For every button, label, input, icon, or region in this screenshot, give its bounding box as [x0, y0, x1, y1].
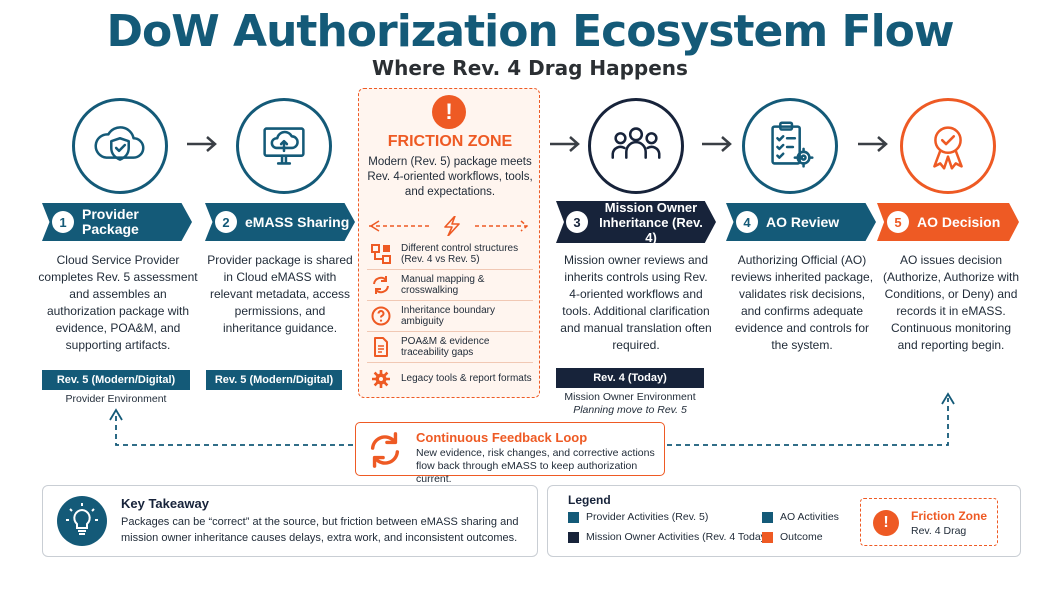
step-number: 2: [215, 211, 237, 233]
legend-swatch: [568, 511, 579, 523]
step-5-banner: 5 AO Decision: [877, 203, 1019, 241]
flow-arrow-icon: [550, 136, 580, 152]
friction-item-text: POA&M & evidence traceability gaps: [401, 335, 490, 359]
friction-item: Manual mapping & crosswalking: [367, 270, 533, 301]
friction-item-text: Legacy tools & report formats: [401, 372, 532, 384]
step-number: 4: [736, 211, 758, 233]
step-4-banner: 4 AO Review: [726, 203, 876, 241]
friction-item: Different control structures (Rev. 4 vs …: [367, 239, 533, 270]
lightbulb-icon: [57, 496, 107, 546]
legend-item: AO Activities: [762, 511, 839, 523]
takeaway-title: Key Takeaway: [121, 496, 209, 511]
friction-item: Legacy tools & report formats: [367, 363, 533, 394]
gear-icon: [372, 369, 390, 388]
step-label: eMASS Sharing: [245, 213, 350, 230]
cloud-shield-icon: [72, 98, 168, 194]
friction-description: Modern (Rev. 5) package meets Rev. 4-ori…: [367, 156, 533, 198]
step-label: AO Decision: [917, 213, 1001, 230]
step-2-banner: 2 eMASS Sharing: [205, 203, 355, 241]
legend-label: Provider Activities (Rev. 5): [586, 511, 709, 523]
legend-label: AO Activities: [780, 511, 839, 523]
award-ribbon-icon: [900, 98, 996, 194]
page-title: DoW Authorization Ecosystem Flow: [106, 6, 954, 57]
lightning-divider: [369, 216, 529, 236]
friction-title: FRICTION ZONE: [387, 133, 513, 150]
rev5-tag: Rev. 5 (Modern/Digital): [206, 370, 342, 390]
legend-label: Mission Owner Activities (Rev. 4 Today): [586, 531, 770, 543]
takeaway-text: Packages can be “correct” at the source,…: [121, 516, 519, 544]
rev4-tag: Rev. 4 (Today): [556, 368, 704, 388]
feedback-text-line: New evidence, risk changes, and correcti…: [416, 447, 655, 459]
environment-label: Mission Owner Environment: [564, 391, 696, 403]
step-3-banner: 3 Mission Owner Inheritance (Rev. 4): [556, 201, 716, 243]
legend-swatch: [568, 531, 579, 543]
legend-item: Outcome: [762, 531, 823, 543]
environment-label: Provider Environment: [65, 393, 167, 405]
alert-icon: !: [432, 95, 466, 129]
step-2-description: Provider package is shared in Cloud eMAS…: [207, 253, 353, 335]
document-icon: [374, 337, 388, 357]
friction-item-text: Manual mapping & crosswalking: [401, 273, 485, 297]
step-number: 5: [887, 211, 909, 233]
legend-item: Provider Activities (Rev. 5): [568, 511, 708, 523]
step-1-description: Cloud Service Provider completes Rev. 5 …: [38, 253, 198, 352]
friction-list: Different control structures (Rev. 4 vs …: [367, 239, 533, 394]
page-subtitle: Where Rev. 4 Drag Happens: [372, 56, 688, 80]
step-label: AO Review: [766, 213, 840, 230]
step-1-banner: 1 Provider Package: [42, 203, 192, 241]
step-4-description: Authorizing Official (AO) reviews inheri…: [730, 253, 874, 352]
feedback-title: Continuous Feedback Loop: [416, 430, 588, 445]
key-takeaway-box: Key Takeaway Packages can be “correct” a…: [42, 485, 538, 557]
rev5-tag: Rev. 5 (Modern/Digital): [42, 370, 190, 390]
step-3-description: Mission owner reviews and inherits contr…: [560, 253, 712, 352]
alert-icon: !: [873, 510, 899, 536]
legend-box: Legend Provider Activities (Rev. 5) Miss…: [547, 485, 1021, 557]
legend-label: Outcome: [780, 531, 823, 543]
friction-item: Inheritance boundary ambiguity: [367, 301, 533, 332]
checklist-gear-icon: [742, 98, 838, 194]
structure-icon: [371, 244, 391, 264]
flow-arrow-icon: [187, 136, 217, 152]
refresh-icon: [370, 432, 400, 468]
step-label: Provider Package: [82, 206, 139, 237]
feedback-text-line: flow back through eMASS to keep authoriz…: [416, 460, 638, 485]
monitor-upload-icon: [236, 98, 332, 194]
step-5-description: AO issues decision (Authorize, Authorize…: [882, 253, 1020, 352]
question-icon: [371, 306, 391, 326]
friction-zone: ! FRICTION ZONE Modern (Rev. 5) package …: [358, 88, 540, 398]
legend-title: Legend: [568, 493, 611, 507]
feedback-loop-box: Continuous Feedback Loop New evidence, r…: [355, 422, 665, 485]
legend-friction-sub: Rev. 4 Drag: [911, 525, 967, 537]
flow-arrow-icon: [858, 136, 888, 152]
legend-friction-title: Friction Zone: [911, 509, 987, 523]
flow-arrow-icon: [702, 136, 732, 152]
people-group-icon: [588, 98, 684, 194]
environment-note: Planning move to Rev. 5: [573, 404, 687, 416]
friction-item-text: Different control structures (Rev. 4 vs …: [401, 242, 519, 266]
friction-item-text: Inheritance boundary ambiguity: [401, 304, 495, 328]
step-number: 3: [566, 211, 588, 233]
legend-item: Mission Owner Activities (Rev. 4 Today): [568, 531, 769, 543]
step-label: Mission Owner Inheritance (Rev. 4): [599, 199, 703, 245]
legend-friction-zone: ! Friction Zone Rev. 4 Drag: [860, 498, 998, 546]
legend-swatch: [762, 511, 773, 523]
step-number: 1: [52, 211, 74, 233]
cycle-arrows-icon: [373, 276, 389, 294]
friction-item: POA&M & evidence traceability gaps: [367, 332, 533, 363]
legend-swatch: [762, 531, 773, 543]
